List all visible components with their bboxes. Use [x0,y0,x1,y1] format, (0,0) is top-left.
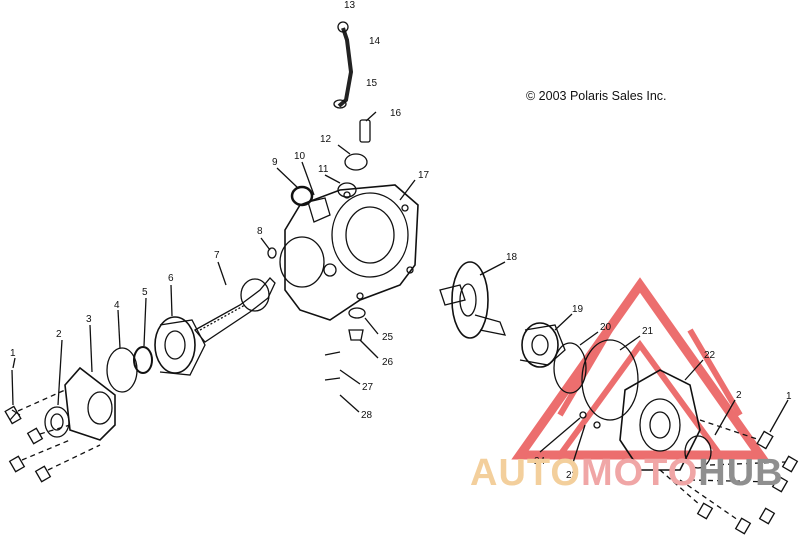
callout-14: 14 [369,36,381,47]
callout-20: 20 [600,322,612,333]
watermark-text-hub: HUB [698,452,784,494]
watermark-logo [511,277,769,460]
callout-5: 5 [142,287,148,298]
callout-27: 27 [362,382,374,393]
callout-15: 15 [366,78,378,89]
callout-17: 17 [418,170,430,181]
callout-22: 22 [704,350,716,361]
callout-9: 9 [272,157,278,168]
callout-3: 3 [86,314,92,325]
callout-26: 26 [382,357,394,368]
callout-labels: 1 2 3 4 5 6 7 8 9 10 11 12 13 14 15 16 1… [10,0,792,481]
callout-8: 8 [257,226,263,237]
callout-19: 19 [572,304,584,315]
callout-18: 18 [506,252,518,263]
callout-11: 11 [318,164,329,175]
callout-10: 10 [294,151,306,162]
callout-4: 4 [114,300,120,311]
callout-2-right: 2 [736,390,742,401]
watermark-text: AUTOMOTOHUB [470,452,784,495]
callout-1-right: 1 [786,391,792,402]
callout-16: 16 [390,108,402,119]
callout-21: 21 [642,326,654,337]
callout-2: 2 [56,329,62,340]
watermark-text-auto: AUTO [470,452,581,494]
callout-12: 12 [320,134,332,145]
copyright-notice: © 2003 Polaris Sales Inc. [526,89,667,103]
watermark-text-moto: MOTO [580,452,699,494]
callout-25: 25 [382,332,394,343]
callout-24: 24 [534,456,546,467]
callout-6: 6 [168,273,174,284]
callout-23: 23 [566,470,578,481]
drawing-lines [4,21,799,535]
callout-28: 28 [361,410,373,421]
callout-1: 1 [10,348,16,359]
callout-7: 7 [214,250,220,261]
callout-13: 13 [344,0,356,11]
